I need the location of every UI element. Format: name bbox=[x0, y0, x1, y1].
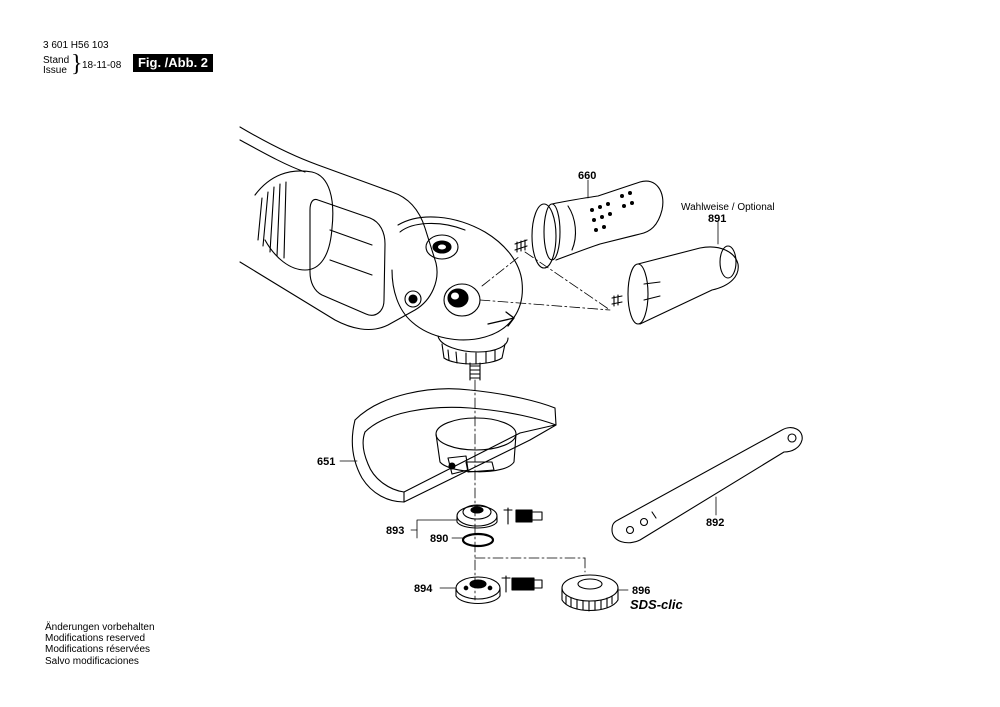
part-label-896: 896 bbox=[632, 585, 650, 597]
part-label-891: 891 bbox=[708, 213, 726, 225]
note-spanish: Salvo modificaciones bbox=[45, 655, 139, 667]
angle-grinder-illustration bbox=[239, 126, 523, 381]
figure-badge: Fig. /Abb. 2 bbox=[133, 54, 213, 72]
document-number: 3 601 H56 103 bbox=[43, 40, 109, 51]
leader-lines bbox=[339, 179, 719, 591]
flange-profile-symbols bbox=[501, 507, 543, 593]
note-french: Modifications réservées bbox=[45, 644, 151, 656]
quick-nut-illustration bbox=[561, 574, 619, 612]
flange-illustration bbox=[456, 504, 498, 529]
stand-label: Stand bbox=[43, 55, 70, 66]
reservation-notes: Änderungen vorbehalten Modifications res… bbox=[45, 622, 155, 667]
wheel-guard-illustration bbox=[351, 388, 557, 503]
part-label-892: 892 bbox=[706, 517, 724, 529]
side-handle-illustration bbox=[611, 245, 739, 325]
part-label-890: 890 bbox=[430, 533, 448, 545]
note-english: Modifications reserved bbox=[45, 633, 146, 645]
optional-note: Wahlweise / Optional bbox=[681, 202, 775, 213]
part-label-894: 894 bbox=[414, 583, 433, 595]
o-ring-illustration bbox=[461, 532, 495, 548]
brace-symbol: } bbox=[71, 51, 83, 77]
part-label-893: 893 bbox=[386, 525, 404, 537]
part-label-651: 651 bbox=[317, 456, 335, 468]
sds-clic-label: SDS-clic bbox=[630, 597, 684, 612]
note-german: Änderungen vorbehalten bbox=[45, 622, 155, 633]
spanner-illustration bbox=[611, 427, 803, 544]
issue-date: 18-11-08 bbox=[82, 60, 122, 71]
part-label-660: 660 bbox=[578, 170, 596, 182]
clamping-nut-illustration bbox=[455, 576, 501, 605]
issue-label: Issue bbox=[43, 65, 67, 76]
assembly-axis-lines bbox=[474, 251, 611, 601]
vibration-handle-illustration bbox=[514, 180, 664, 269]
